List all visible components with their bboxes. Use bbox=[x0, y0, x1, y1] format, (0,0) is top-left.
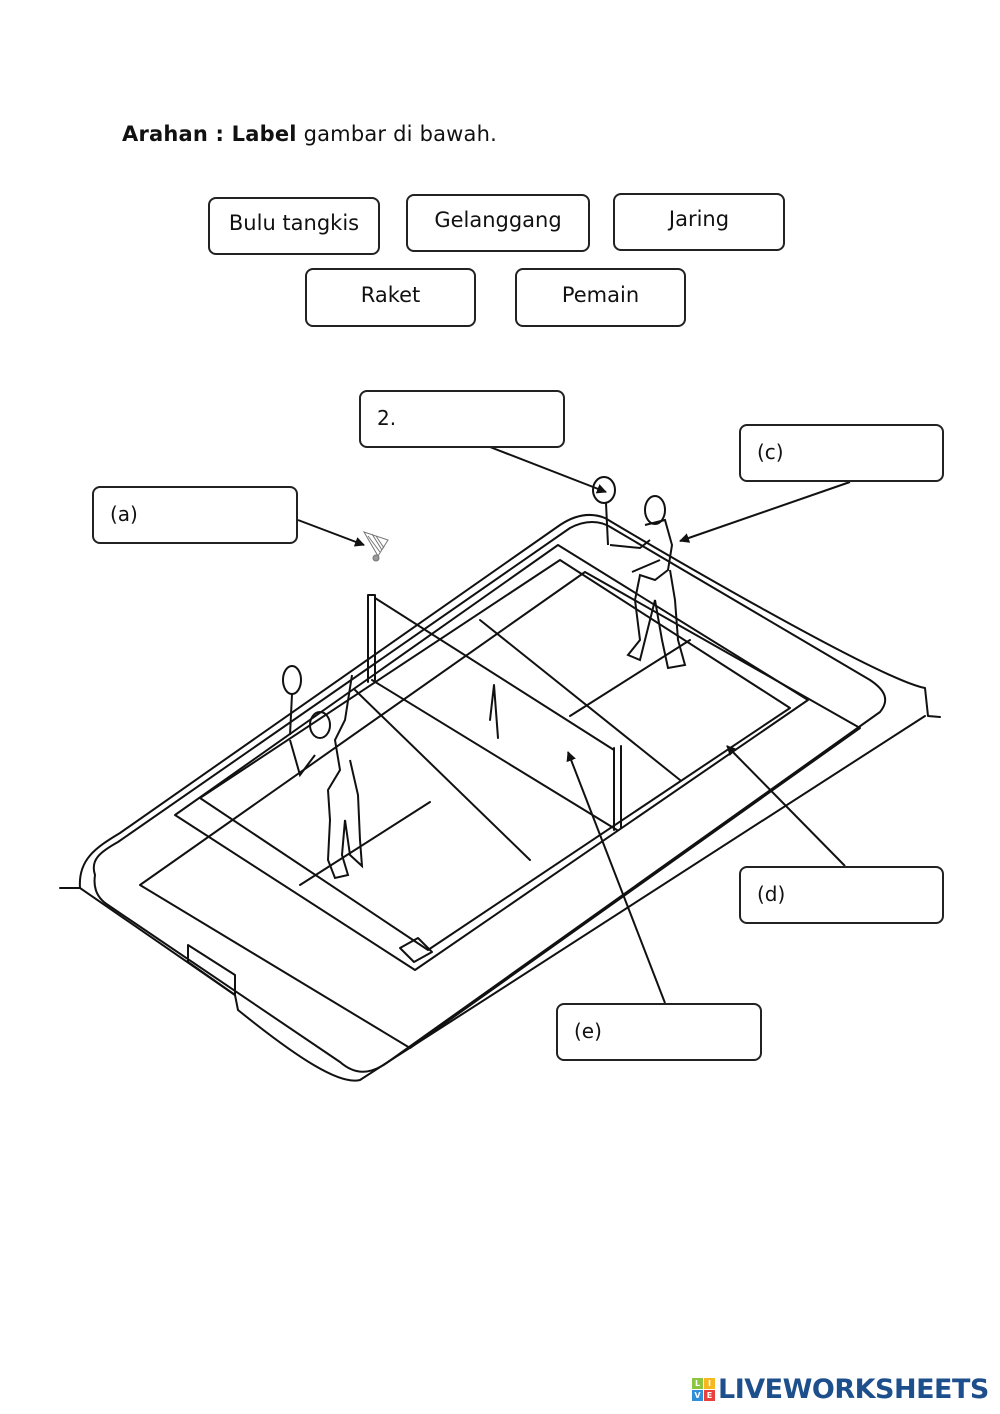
liveworksheets-logo: L I V E LIVEWORKSHEETS bbox=[692, 1374, 989, 1405]
answer-box-e: (e) bbox=[556, 1003, 762, 1061]
shuttlecock-icon bbox=[362, 531, 389, 562]
instruction-text: Arahan : Label gambar di bawah. bbox=[122, 122, 497, 146]
answer-label: (e) bbox=[574, 1019, 602, 1043]
net-post-left bbox=[367, 594, 376, 683]
court-platform-outer bbox=[59, 513, 941, 889]
court-corner-box bbox=[399, 937, 433, 963]
leader-d bbox=[726, 745, 846, 867]
racket-head-near bbox=[282, 665, 302, 695]
logo-letter: E bbox=[704, 1390, 715, 1401]
court-boundary bbox=[174, 544, 809, 971]
logo-letter: I bbox=[704, 1378, 715, 1389]
court-surround bbox=[139, 571, 861, 1049]
word-bank-item[interactable]: Raket bbox=[305, 268, 476, 327]
instruction-bold: Arahan : Label bbox=[122, 122, 297, 146]
word-bank-item[interactable]: Pemain bbox=[515, 268, 686, 327]
answer-input-b[interactable] bbox=[411, 400, 555, 438]
leader-e bbox=[566, 751, 666, 1004]
court-service-line-near bbox=[354, 689, 531, 861]
word-label: Pemain bbox=[561, 282, 640, 307]
leader-c bbox=[679, 481, 851, 543]
brand-name: LIVEWORKSHEETS bbox=[718, 1374, 989, 1405]
racket-head-far bbox=[592, 476, 616, 504]
answer-label: (c) bbox=[757, 440, 784, 464]
word-bank-item[interactable]: Jaring bbox=[613, 193, 785, 251]
word-label: Raket bbox=[360, 282, 421, 307]
player-near bbox=[282, 665, 364, 880]
answer-input-c[interactable] bbox=[791, 434, 934, 472]
court-side-box bbox=[187, 944, 236, 996]
court-platform-base bbox=[79, 715, 926, 1082]
answer-box-c: (c) bbox=[739, 424, 944, 482]
net-post-right bbox=[613, 745, 622, 831]
court-service-line-far bbox=[479, 619, 681, 781]
net-bottom bbox=[371, 679, 618, 831]
answer-label: (d) bbox=[757, 882, 786, 906]
court-platform-inner-rim bbox=[92, 521, 887, 1073]
court-center-line-far bbox=[569, 639, 691, 717]
answer-input-e[interactable] bbox=[608, 1013, 752, 1051]
instruction-rest: gambar di bawah. bbox=[296, 122, 498, 146]
word-label: Bulu tangkis bbox=[228, 211, 360, 235]
answer-box-a: (a) bbox=[92, 486, 298, 544]
leader-b bbox=[489, 446, 607, 494]
answer-label: 2. bbox=[377, 406, 397, 430]
live-grid-icon: L I V E bbox=[692, 1378, 715, 1401]
answer-box-b: 2. bbox=[359, 390, 565, 448]
logo-letter: V bbox=[692, 1390, 703, 1401]
word-label: Gelanggang bbox=[434, 208, 562, 232]
answer-label: (a) bbox=[110, 502, 138, 526]
player-far bbox=[592, 476, 687, 670]
answer-input-a[interactable] bbox=[144, 496, 288, 534]
net-center-mark bbox=[489, 684, 499, 739]
word-bank-item[interactable]: Gelanggang bbox=[406, 194, 590, 252]
word-bank-item[interactable]: Bulu tangkis bbox=[208, 197, 380, 255]
answer-input-d[interactable] bbox=[791, 876, 934, 914]
word-label: Jaring bbox=[668, 207, 730, 231]
net-top bbox=[374, 597, 615, 751]
leader-a bbox=[297, 519, 365, 547]
logo-letter: L bbox=[692, 1378, 703, 1389]
answer-box-d: (d) bbox=[739, 866, 944, 924]
court-center-line-near bbox=[299, 801, 431, 886]
